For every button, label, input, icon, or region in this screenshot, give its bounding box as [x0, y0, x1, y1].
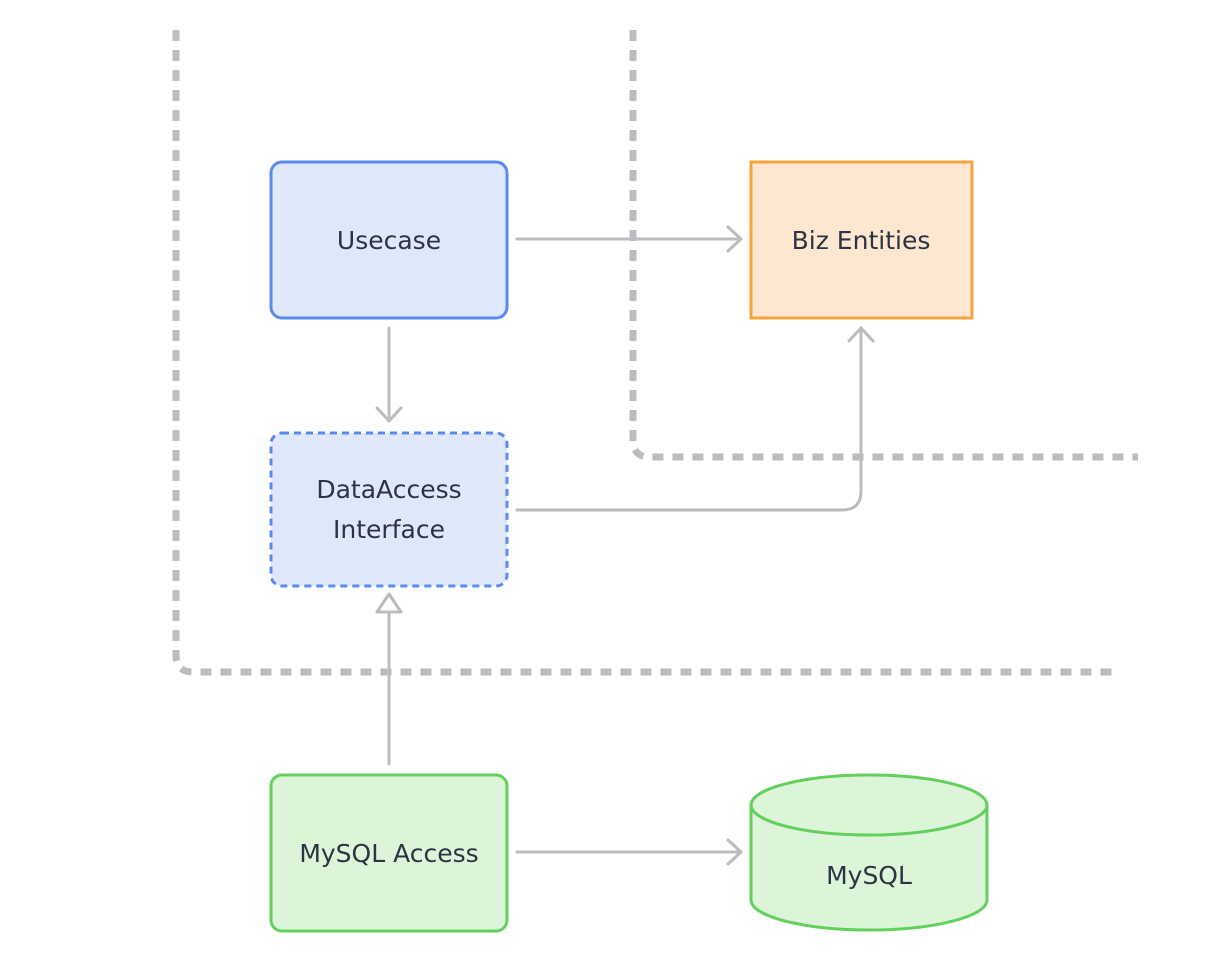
- edge-mysql-access-implements-interface: [375, 592, 403, 766]
- implements-arrowhead: [375, 592, 403, 614]
- biz-entities-box: [749, 160, 974, 320]
- inner-boundary: [629, 30, 1138, 461]
- mysql-access-box: [269, 773, 509, 933]
- biz-entities-label: Biz Entities: [792, 226, 931, 255]
- data-access-interface-label-line2: Interface: [333, 515, 445, 544]
- layer-boundaries: [172, 30, 1138, 676]
- edge-mysql-access-to-mysql: [515, 838, 743, 866]
- usecase-label: Usecase: [337, 226, 441, 255]
- node-usecase[interactable]: Usecase: [269, 160, 509, 320]
- connectors: [375, 225, 875, 866]
- outer-boundary: [172, 30, 1118, 676]
- mysql-database-label: MySQL: [826, 861, 912, 890]
- edge-usecase-to-biz-entities: [515, 225, 743, 253]
- node-biz-entities[interactable]: Biz Entities: [749, 160, 974, 320]
- node-mysql-database[interactable]: MySQL: [749, 773, 989, 932]
- mysql-access-label: MySQL Access: [299, 839, 478, 868]
- edge-interface-to-biz-entities: [515, 326, 875, 512]
- node-data-access-interface[interactable]: DataAccess Interface: [269, 431, 509, 588]
- data-access-interface-label-line1: DataAccess: [316, 475, 461, 504]
- edge-usecase-to-data-access-interface: [375, 326, 403, 423]
- data-access-interface-box: [269, 431, 509, 588]
- node-mysql-access[interactable]: MySQL Access: [269, 773, 509, 933]
- usecase-box: [269, 160, 509, 320]
- mysql-database-cylinder-rim: [749, 804, 989, 837]
- mysql-database-cylinder: [749, 773, 989, 932]
